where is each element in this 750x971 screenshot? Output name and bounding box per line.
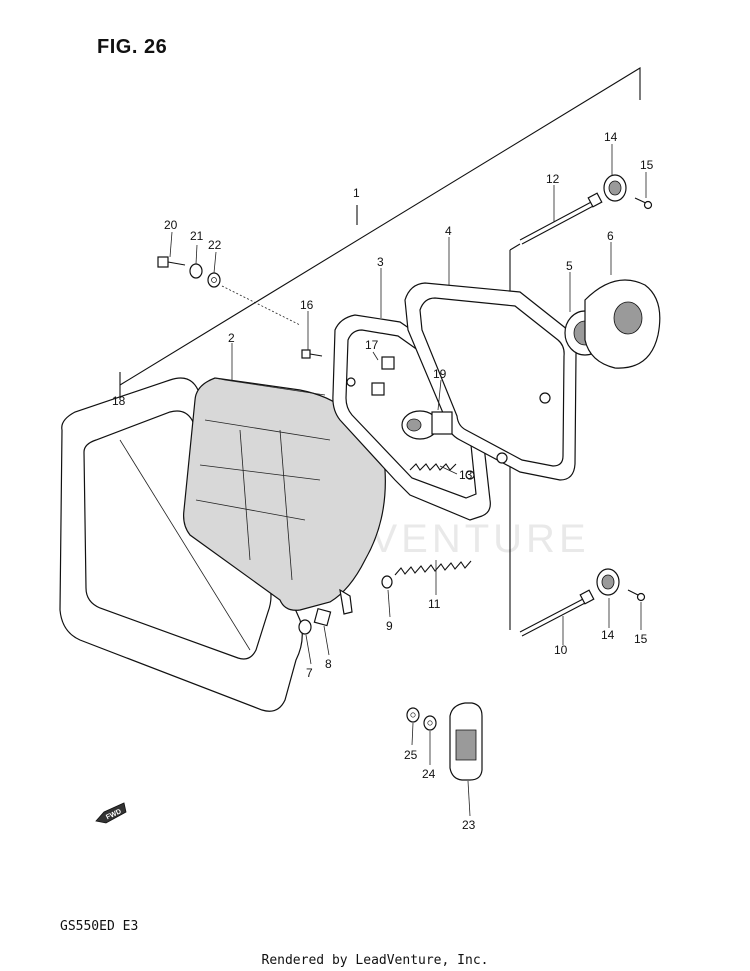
callout-4: 4 (445, 224, 452, 238)
callout-22: 22 (208, 238, 222, 252)
callout-18: 18 (112, 394, 126, 408)
callout-25: 25 (404, 748, 418, 762)
callout-5: 5 (566, 259, 573, 273)
forward-arrow-icon: FWD (95, 802, 127, 824)
lower-adjust-nut (596, 568, 620, 596)
callout-12: 12 (546, 172, 560, 186)
upper-adjust-nut (603, 174, 627, 202)
callout-15-upper: 15 (640, 158, 654, 172)
callout-13: 13 (459, 468, 473, 482)
headlight-frame (404, 282, 577, 481)
upper-adjust-bolt (519, 192, 603, 245)
callout-6: 6 (607, 229, 614, 243)
callout-8: 8 (325, 657, 332, 671)
callout-11: 11 (428, 597, 441, 611)
footer-credit: Rendered by LeadVenture, Inc. (261, 953, 489, 968)
callout-14-upper: 14 (604, 130, 618, 144)
washer-22 (207, 272, 221, 288)
callout-17: 17 (365, 338, 379, 352)
callout-10: 10 (554, 643, 568, 657)
lock-washer-21 (189, 263, 203, 279)
callout-15-lower: 15 (634, 632, 648, 646)
washer-24 (423, 715, 437, 731)
headlight-unit (183, 377, 386, 615)
clip-17 (371, 356, 395, 396)
spring-11 (394, 560, 472, 576)
reflector-23 (449, 702, 483, 781)
callout-16: 16 (300, 298, 314, 312)
callout-14-lower: 14 (601, 628, 615, 642)
nut-8 (313, 607, 332, 627)
upper-screw (634, 197, 653, 210)
callout-21: 21 (190, 229, 204, 243)
callout-9: 9 (386, 619, 393, 633)
callout-23: 23 (462, 818, 476, 832)
callout-19: 19 (433, 367, 447, 381)
headlight-rim (59, 377, 303, 712)
callout-3: 3 (377, 255, 384, 269)
screw-16 (301, 349, 323, 359)
leader-lines (169, 144, 647, 817)
callout-2: 2 (228, 331, 235, 345)
bolt-20 (157, 256, 186, 268)
model-code: GS550ED E3 (60, 919, 139, 934)
lower-screw (627, 589, 646, 602)
callout-20: 20 (164, 218, 178, 232)
washer-9 (381, 575, 393, 589)
nut-25 (406, 707, 420, 723)
nut-7 (298, 619, 312, 635)
dust-cover (584, 279, 661, 369)
callout-numbers: 1 2 3 4 5 6 7 8 9 10 11 12 13 14 14 15 1… (112, 130, 654, 832)
figure-title: FIG. 26 (97, 36, 168, 58)
callout-24: 24 (422, 767, 436, 781)
spring-13 (409, 463, 457, 471)
lower-adjust-bolt (519, 589, 595, 637)
callout-1: 1 (353, 186, 360, 200)
callout-7: 7 (306, 666, 313, 680)
headlight-bulb (401, 410, 453, 440)
